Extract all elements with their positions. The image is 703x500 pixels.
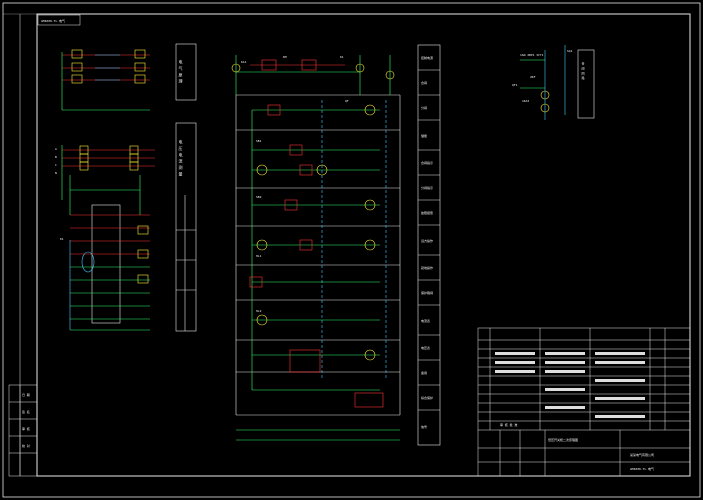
center-label-hl2: HL2 (256, 309, 262, 313)
left-title-top: 电 气 原 理 (179, 59, 184, 84)
right-label-15: 信号 (421, 424, 427, 429)
stub-label-3: 审 核 (22, 426, 30, 431)
right-label-3: 分闸 (421, 105, 427, 110)
left-stub-table (8, 384, 38, 477)
left-label-c: C (55, 163, 57, 167)
left-label-k1: K1 (60, 237, 64, 241)
left-label-a: A (55, 147, 57, 151)
ur-label-5: SQ1 (567, 49, 573, 53)
stub-label-2: 签 名 (22, 409, 30, 414)
left-module-title-boxes (175, 43, 197, 332)
right-label-10: 保护跳闸 (421, 290, 433, 295)
center-module-wiring (231, 55, 401, 441)
ur-label-1: 1AN 2BP1 3CT1 (520, 53, 544, 57)
title-seal: 审 核 批 准 (500, 422, 517, 427)
right-label-column (417, 44, 441, 446)
title-drawing-title: 低压开关柜二次原理图 (548, 437, 578, 442)
title-block-row-marks (495, 352, 645, 418)
right-label-2: 合闸 (421, 80, 427, 85)
title-drawing-no: AM4000-TL 电气 (630, 466, 654, 471)
center-label-km: KM (283, 55, 287, 59)
left-label-b: B (55, 155, 57, 159)
ur-label-4: 1KA3 (522, 99, 529, 103)
upper-right-circuit (520, 45, 595, 120)
top-left-tag-box (37, 14, 81, 26)
ur-label-2: 2KF (530, 75, 536, 79)
ur-label-3: QF1 (512, 83, 518, 87)
right-label-4: 储能 (421, 133, 427, 138)
center-label-sb1: SB1 (256, 139, 262, 143)
center-label-qf: QF (345, 99, 349, 103)
right-label-8: 远方操作 (421, 238, 433, 243)
right-label-9: 就地操作 (421, 265, 433, 270)
title-block-table (477, 327, 691, 477)
left-label-n: N (55, 171, 57, 175)
right-label-12: 电压表 (421, 345, 430, 350)
right-label-1: 控制电源 (421, 55, 433, 60)
right-label-5: 合闸指示 (421, 160, 433, 165)
center-label-hl1: HL1 (256, 254, 262, 258)
center-label-ka1: KA1 (241, 60, 247, 64)
right-label-13: 备用 (421, 370, 427, 375)
left-title-mid: 电 压 电 流 测 量 (179, 139, 184, 177)
left-module-wiring (61, 49, 155, 331)
right-label-7: 故障报警 (421, 210, 433, 215)
stub-label-4: 校 对 (22, 443, 30, 448)
right-label-14: 综合保护 (421, 395, 433, 400)
title-company: 某某电气有限公司 (630, 452, 654, 457)
stub-label-1: 日 期 (22, 392, 30, 397)
right-label-11: 电流表 (421, 318, 430, 323)
ur-box-label: 合 闸 回 路 (581, 61, 585, 80)
right-label-6: 分闸指示 (421, 185, 433, 190)
right-column-labels: 控制电源 合闸 分闸 储能 合闸指示 分闸指示 故障报警 远方操作 就地操作 保… (421, 55, 433, 429)
center-label-k1: K1 (340, 55, 344, 59)
center-label-sb2: SB2 (256, 195, 262, 199)
top-left-tag: AM4000-TL 电气 (41, 18, 65, 23)
